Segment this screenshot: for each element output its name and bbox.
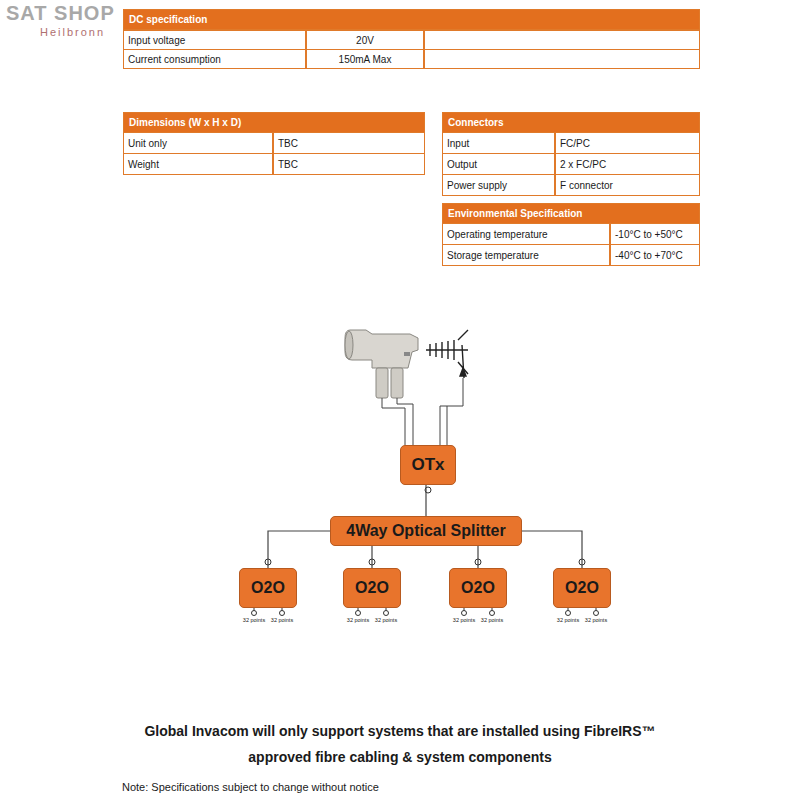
table-cell: 20V xyxy=(306,30,424,50)
output-label: 32 points xyxy=(476,617,508,627)
output-label: 32 points xyxy=(448,617,480,627)
table-cell: Input xyxy=(442,132,555,154)
fibre-port xyxy=(265,487,585,565)
table-cell: Input voltage xyxy=(123,30,306,50)
fibre-link xyxy=(477,546,478,568)
table-cell: Power supply xyxy=(442,174,555,196)
table-cell: TBC xyxy=(273,132,425,154)
transmitter-box: OTx xyxy=(400,445,456,485)
output-label: 32 points xyxy=(238,617,270,627)
output-label: 32 points xyxy=(370,617,402,627)
table-cell: TBC xyxy=(273,153,425,175)
fibre-link xyxy=(522,531,582,568)
fibre-link xyxy=(268,531,330,568)
table-header: Dimensions (W x H x D) xyxy=(123,112,425,133)
table-cell: -40°C to +70°C xyxy=(610,244,700,266)
table-header: Environmental Specification xyxy=(442,203,700,224)
box-label: OTx xyxy=(411,455,444,475)
output-label: 32 points xyxy=(552,617,584,627)
table-cell: 2 x FC/PC xyxy=(555,153,700,175)
table-cell: 150mA Max xyxy=(306,49,424,69)
table-cell: Output xyxy=(442,153,555,175)
output-label: 32 points xyxy=(266,617,298,627)
output-port xyxy=(252,607,599,616)
antenna-illustration xyxy=(426,330,468,378)
support-note: Global Invacom will only support systems… xyxy=(140,718,660,774)
output-label: 32 points xyxy=(342,617,374,627)
box-label: O2O xyxy=(461,579,495,597)
lnb-illustration xyxy=(345,330,418,398)
output-label: 32 points xyxy=(580,617,612,627)
watermark: SAT SHOP xyxy=(6,2,118,26)
box-label: O2O xyxy=(251,579,285,597)
fibre-link xyxy=(371,546,372,568)
table-header: Connectors xyxy=(442,112,700,133)
table-cell xyxy=(425,50,700,69)
receiver-box: O2O xyxy=(449,568,507,608)
receiver-box: O2O xyxy=(343,568,401,608)
table-cell: -10°C to +50°C xyxy=(610,223,700,245)
table-cell xyxy=(425,31,700,50)
table-cell: Unit only xyxy=(123,132,273,154)
table-cell: F connector xyxy=(555,174,700,196)
table-cell: Current consumption xyxy=(123,49,306,69)
receiver-box: O2O xyxy=(553,568,611,608)
watermark: Heilbronn xyxy=(40,26,120,40)
table-cell: FC/PC xyxy=(555,132,700,154)
table-cell: Storage temperature xyxy=(442,244,610,266)
box-label: 4Way Optical Splitter xyxy=(346,522,505,540)
footnote: Note: Specifications subject to change w… xyxy=(122,781,542,795)
splitter-box: 4Way Optical Splitter xyxy=(330,516,522,546)
box-label: O2O xyxy=(565,579,599,597)
box-label: O2O xyxy=(355,579,389,597)
table-cell: Operating temperature xyxy=(442,223,610,245)
fibre-link xyxy=(425,485,426,516)
table-cell: Weight xyxy=(123,153,273,175)
table-header: DC specification xyxy=(123,9,700,30)
receiver-box: O2O xyxy=(239,568,297,608)
coax-wire xyxy=(382,378,463,445)
